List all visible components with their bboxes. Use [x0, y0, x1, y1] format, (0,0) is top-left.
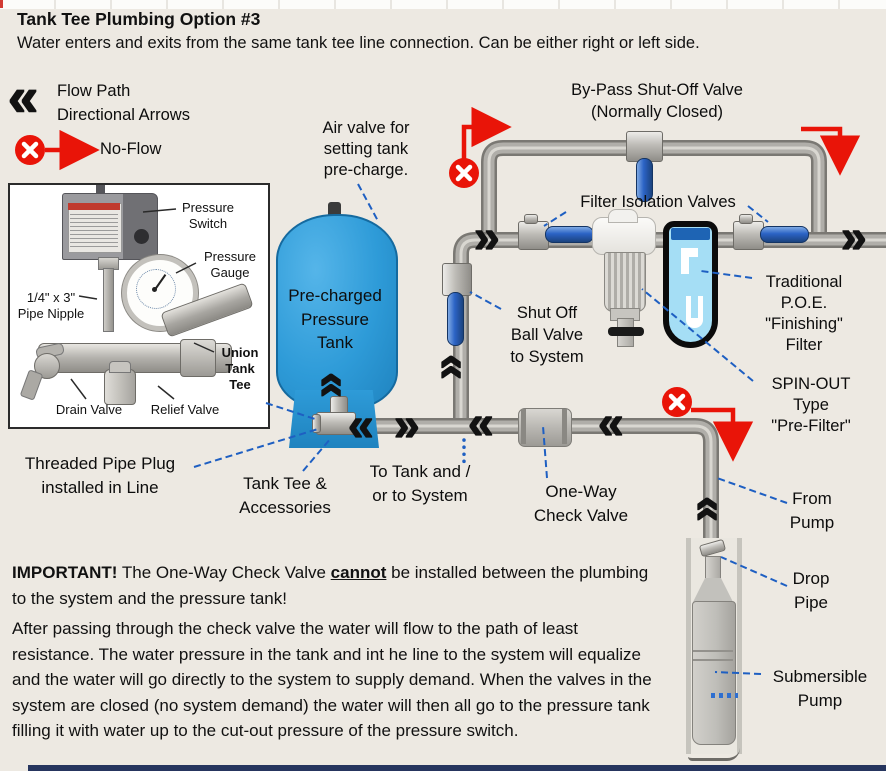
pressure-switch-nipple — [96, 185, 105, 194]
isolation-valve-1-stem — [524, 214, 538, 224]
label-air-valve: Air valve for setting tank pre-charge. — [322, 119, 410, 179]
label-shut-off: Shut Off Ball Valve to System — [510, 304, 584, 366]
poe-filter-notch-side — [681, 248, 689, 274]
relief-valve-body — [104, 369, 136, 405]
label-check-valve: One-Way Check Valve — [533, 482, 629, 525]
flow-arrow-right-icon: » — [473, 210, 500, 262]
relief-valve-cap — [109, 361, 131, 373]
inset-label-pressure-switch: Pressure Switch — [181, 200, 235, 231]
poe-filter-body — [663, 221, 718, 348]
gauge-ticks — [136, 269, 176, 309]
isolation-valve-1-handle — [545, 226, 594, 243]
inset-label-relief-valve: Relief Valve — [150, 402, 220, 417]
inset-label-drain-valve: Drain Valve — [55, 402, 123, 417]
spinout-screen-housing — [604, 252, 646, 312]
bypass-valve-body — [626, 131, 663, 162]
page-subtitle: Water enters and exits from the same tan… — [17, 34, 700, 52]
label-from-pump: From Pump — [789, 489, 835, 532]
pump-intake-dots — [711, 693, 738, 698]
spinout-head — [592, 217, 656, 255]
flow-arrow-right-icon: » — [393, 398, 420, 450]
pressure-switch-sticker-stripe — [68, 203, 120, 210]
label-traditional-poe: Traditional P.O.E. "Finishing" Filter — [765, 273, 843, 354]
isolation-valve-2-stem — [739, 214, 753, 224]
pump-seam-2 — [693, 659, 733, 661]
important-note: IMPORTANT! The One-Way Check Valve canno… — [12, 560, 652, 611]
gauge-hub — [152, 287, 157, 292]
pressure-switch-sticker-text — [70, 214, 118, 248]
spinout-drain-valve-handle — [608, 327, 644, 336]
flow-arrow-right-icon: » — [840, 210, 867, 262]
label-to-tank: To Tank and / or to System — [369, 462, 471, 505]
inset-label-union-tank-tee: Union Tank Tee — [221, 345, 259, 392]
inset-label-pressure-gauge: Pressure Gauge — [203, 249, 257, 280]
explanation-paragraph: After passing through the check valve th… — [12, 619, 652, 740]
inset-label-pipe-nipple: 1/4" x 3" Pipe Nipple — [17, 290, 85, 321]
label-drop-pipe: Drop Pipe — [792, 569, 830, 612]
flow-arrow-left-icon: « — [467, 396, 494, 448]
tee-union-nut — [180, 339, 216, 377]
check-valve-ring-left — [521, 409, 526, 444]
pipe-nipple-part — [103, 268, 114, 332]
shutoff-valve-handle — [447, 292, 464, 346]
drain-valve-spout — [19, 369, 44, 401]
top-strip — [0, 0, 886, 9]
poe-filter-slot-inner — [691, 296, 698, 318]
pressure-tank — [276, 214, 398, 410]
label-filter-isolation: Filter Isolation Valves — [580, 193, 736, 211]
submersible-pump-body — [692, 601, 736, 745]
label-submersible: Submersible Pump — [772, 667, 868, 710]
well-bottom — [688, 748, 740, 761]
important-mid: The One-Way Check Valve — [117, 563, 331, 582]
pump-seam-1 — [693, 650, 733, 652]
label-bypass-valve: By-Pass Shut-Off Valve (Normally Closed) — [571, 81, 743, 121]
label-threaded-plug: Threaded Pipe Plug installed in Line — [24, 454, 176, 497]
flow-arrow-up-icon: « — [428, 354, 481, 381]
important-lead: IMPORTANT! — [12, 563, 118, 582]
legend-flow-arrow-icon: « — [7, 67, 39, 127]
label-spin-out: SPIN-OUT Type "Pre-Filter" — [771, 375, 851, 435]
top-strip-red-mark — [0, 0, 3, 8]
isolation-valve-2-handle — [760, 226, 809, 243]
legend-no-flow-label: No-Flow — [100, 140, 162, 158]
page-title: Tank Tee Plumbing Option #3 — [17, 9, 261, 29]
spinout-head-top — [608, 209, 638, 223]
poe-filter-cap-bar — [671, 228, 710, 240]
system-pipe — [453, 232, 886, 424]
shutoff-valve-body — [442, 263, 472, 296]
tank-tee-plug — [312, 414, 321, 433]
check-valve-ring-right — [562, 409, 567, 444]
important-tail: be installed between the plumbing to the… — [12, 563, 649, 608]
bottom-strip — [28, 765, 886, 771]
flow-arrow-up-icon: « — [684, 496, 737, 523]
important-cannot: cannot — [330, 563, 387, 582]
label-tank-tee: Tank Tee & Accessories — [239, 474, 331, 517]
poe-filter-notch-top — [681, 248, 698, 257]
flow-arrow-left-icon: « — [597, 396, 624, 448]
legend-flow-path-label: Flow Path Directional Arrows — [57, 82, 190, 124]
flow-arrow-left-icon: « — [347, 398, 374, 450]
tank-label: Pre-charged Pressure Tank — [288, 286, 382, 352]
pressure-switch-port — [134, 229, 149, 244]
flow-arrow-up-icon: « — [308, 372, 361, 399]
tank-tee-inset-photo: Pressure Switch Pressure Gauge 1/4" x 3"… — [8, 183, 270, 429]
bypass-valve-handle — [636, 158, 653, 202]
